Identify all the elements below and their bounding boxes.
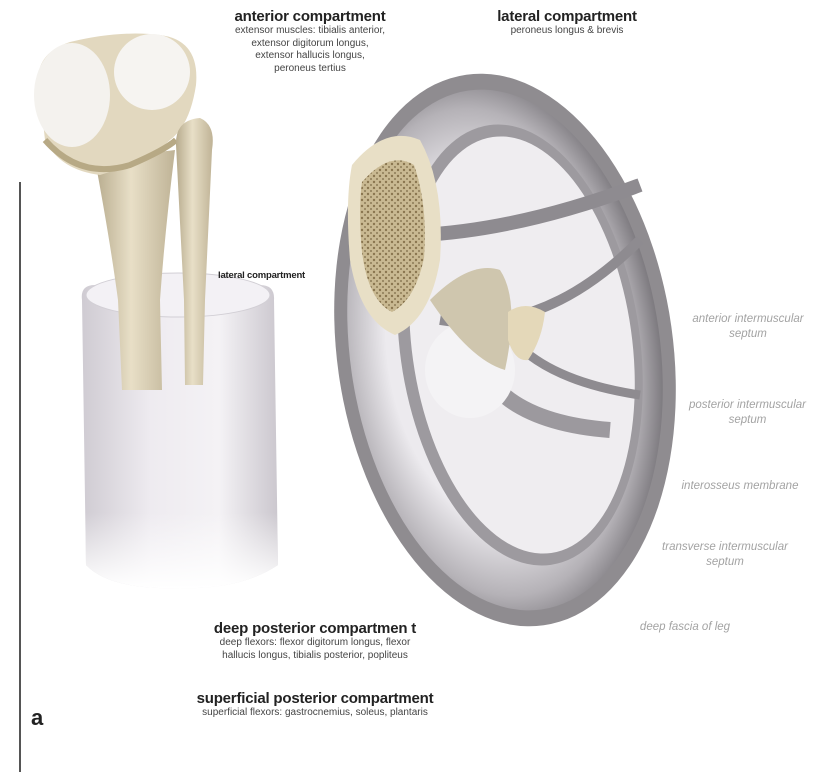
panel-letter: a [31,705,43,731]
interosseus-membrane-label: interosseus membrane [655,479,825,494]
deep-posterior-title: deep posterior compartmen t [165,620,465,637]
posterior-septum-line-2: septum [665,413,830,428]
posterior-intermuscular-septum-label: posterior intermuscular septum [665,398,830,428]
anterior-line-1: extensor muscles: tibialis anterior, [205,25,415,38]
transverse-septum-line-2: septum [640,555,810,570]
transverse-intermuscular-septum-label: transverse intermuscular septum [640,540,810,570]
superficial-posterior-compartment-label: superficial posterior compartment superf… [150,690,480,720]
transverse-septum-line-1: transverse intermuscular [640,540,810,555]
lateral-compartment-top-title: lateral compartment [472,8,662,25]
superficial-posterior-title: superficial posterior compartment [150,690,480,707]
anterior-septum-line-2: septum [668,327,828,342]
lateral-compartment-top-label: lateral compartment peroneus longus & br… [472,8,662,38]
anterior-compartment-title: anterior compartment [205,8,415,25]
anterior-compartment-label: anterior compartment extensor muscles: t… [205,8,415,75]
posterior-septum-line-1: posterior intermuscular [665,398,830,413]
anterior-line-3: extensor hallucis longus, [205,50,415,63]
anterior-intermuscular-septum-label: anterior intermuscular septum [668,312,828,342]
anterior-line-4: peroneus tertius [205,63,415,76]
superficial-posterior-line-1: superficial flexors: gastrocnemius, sole… [150,707,480,720]
lateral-top-line-1: peroneus longus & brevis [472,25,662,38]
deep-posterior-compartment-label: deep posterior compartmen t deep flexors… [165,620,465,662]
interosseus-membrane-line-1: interosseus membrane [655,479,825,494]
deep-posterior-line-2: hallucis longus, tibialis posterior, pop… [165,650,465,663]
deep-fascia-line-1: deep fascia of leg [610,620,760,635]
deep-fascia-of-leg-label: deep fascia of leg [610,620,760,635]
leg-bones-drawing [34,34,278,589]
deep-posterior-line-1: deep flexors: flexor digitorum longus, f… [165,637,465,650]
left-border-line [19,182,21,772]
lateral-compartment-mid-label: lateral compartment [218,270,305,281]
anterior-line-2: extensor digitorum longus, [205,38,415,51]
anterior-septum-line-1: anterior intermuscular [668,312,828,327]
